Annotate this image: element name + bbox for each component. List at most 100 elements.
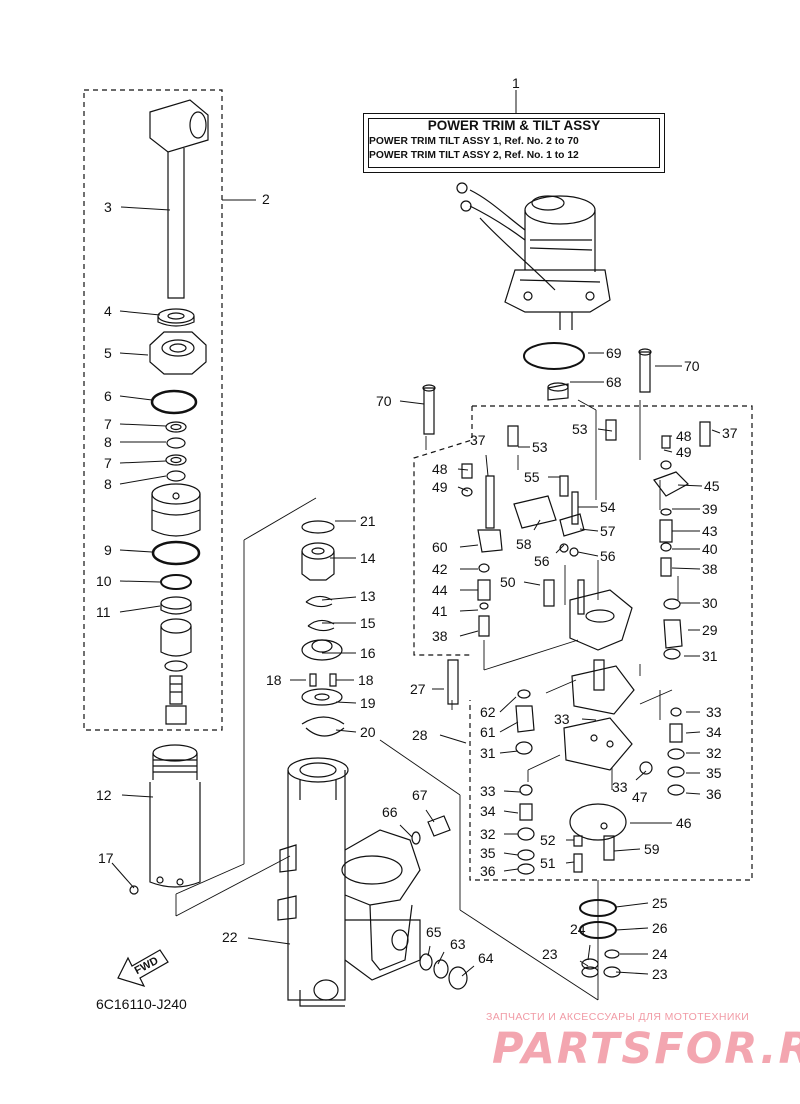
callout-42: 42 <box>432 561 448 577</box>
group-box-valves <box>413 405 753 881</box>
small-fittings-icon <box>411 815 468 990</box>
callout-56: 56 <box>534 553 550 569</box>
callout-62: 62 <box>480 704 496 720</box>
callout-55: 55 <box>524 469 540 485</box>
callout-45: 45 <box>704 478 720 494</box>
callout-28: 28 <box>412 727 428 743</box>
callout-70: 70 <box>376 393 392 409</box>
gland-nut-5-icon <box>149 331 207 375</box>
callout-54: 54 <box>600 499 616 515</box>
tilt-rod-icon <box>149 99 209 299</box>
callout-50: 50 <box>500 574 516 590</box>
callout-33: 33 <box>612 779 628 795</box>
callout-7: 7 <box>104 455 112 471</box>
assembly-guide-lines <box>175 399 679 1001</box>
callout-38: 38 <box>432 628 448 644</box>
callout-27: 27 <box>410 681 426 697</box>
callout-33: 33 <box>554 711 570 727</box>
callout-68: 68 <box>606 374 622 390</box>
callout-35: 35 <box>706 765 722 781</box>
washer-4-icon <box>157 308 195 327</box>
callout-17: 17 <box>98 850 114 866</box>
callout-63: 63 <box>450 936 466 952</box>
callout-25: 25 <box>652 895 668 911</box>
callout-37: 37 <box>470 432 486 448</box>
callout-18: 18 <box>266 672 282 688</box>
center-seals-icon <box>301 520 345 737</box>
callout-36: 36 <box>480 863 496 879</box>
callout-47: 47 <box>632 789 648 805</box>
callout-29: 29 <box>702 622 718 638</box>
callout-61: 61 <box>480 724 496 740</box>
callout-14: 14 <box>360 550 376 566</box>
callout-8: 8 <box>104 434 112 450</box>
valve-components-icon <box>447 419 711 978</box>
callout-52: 52 <box>540 832 556 848</box>
callout-51: 51 <box>540 855 556 871</box>
callout-40: 40 <box>702 541 718 557</box>
callout-1: 1 <box>512 75 520 91</box>
callout-23: 23 <box>652 966 668 982</box>
callout-22: 22 <box>222 929 238 945</box>
callout-49: 49 <box>676 444 692 460</box>
callout-43: 43 <box>702 523 718 539</box>
callout-53: 53 <box>572 421 588 437</box>
callout-36: 36 <box>706 786 722 802</box>
callout-12: 12 <box>96 787 112 803</box>
callout-32: 32 <box>706 745 722 761</box>
callout-41: 41 <box>432 603 448 619</box>
callout-56: 56 <box>600 548 616 564</box>
callout-16: 16 <box>360 645 376 661</box>
callout-19: 19 <box>360 695 376 711</box>
o-rings-icon <box>150 389 201 590</box>
callout-23: 23 <box>542 946 558 962</box>
callout-21: 21 <box>360 513 376 529</box>
seal-11-icon <box>160 596 192 615</box>
callout-33: 33 <box>706 704 722 720</box>
callout-2: 2 <box>262 191 270 207</box>
fwd-arrow-icon <box>117 949 169 987</box>
callout-44: 44 <box>432 582 448 598</box>
group-box-2 <box>83 89 223 731</box>
callout-34: 34 <box>480 803 496 819</box>
watermark-logo: PARTSFOR.RU <box>492 1024 800 1074</box>
title-box-inner <box>368 118 660 168</box>
callout-11: 11 <box>96 604 111 620</box>
callout-48: 48 <box>676 428 692 444</box>
callout-10: 10 <box>96 573 112 589</box>
callout-4: 4 <box>104 303 112 319</box>
cylinder-12-icon <box>129 744 201 895</box>
callout-34: 34 <box>706 724 722 740</box>
check-valve-icon <box>160 618 192 725</box>
callout-32: 32 <box>480 826 496 842</box>
piston-icon <box>151 483 201 537</box>
motor-assy-icon <box>456 182 611 330</box>
callout-24: 24 <box>570 921 586 937</box>
callout-31: 31 <box>480 745 496 761</box>
callout-64: 64 <box>478 950 494 966</box>
title-box: POWER TRIM & TILT ASSY POWER TRIM TILT A… <box>363 113 665 173</box>
callout-69: 69 <box>606 345 622 361</box>
title-main: POWER TRIM & TILT ASSY <box>427 118 601 133</box>
callout-15: 15 <box>360 615 376 631</box>
diagram-code: 6C16110-J240 <box>96 996 187 1012</box>
watermark-tagline: ЗАПЧАСТИ И АКСЕССУАРЫ ДЛЯ МОТОТЕХНИКИ <box>486 1011 750 1023</box>
callout-39: 39 <box>702 501 718 517</box>
callout-37: 37 <box>722 425 738 441</box>
callout-3: 3 <box>104 199 112 215</box>
leader-lines <box>111 90 721 977</box>
callout-59: 59 <box>644 841 660 857</box>
callout-26: 26 <box>652 920 668 936</box>
callout-60: 60 <box>432 539 448 555</box>
callout-38: 38 <box>702 561 718 577</box>
upper-small-parts-icon <box>422 342 652 435</box>
title-line-2: POWER TRIM TILT ASSY 2, Ref. No. 1 to 12 <box>369 150 579 161</box>
callout-70: 70 <box>684 358 700 374</box>
callout-35: 35 <box>480 845 496 861</box>
callout-58: 58 <box>516 536 532 552</box>
title-line-1: POWER TRIM TILT ASSY 1, Ref. No. 2 to 70 <box>369 136 579 147</box>
callout-67: 67 <box>412 787 428 803</box>
callout-9: 9 <box>104 542 112 558</box>
